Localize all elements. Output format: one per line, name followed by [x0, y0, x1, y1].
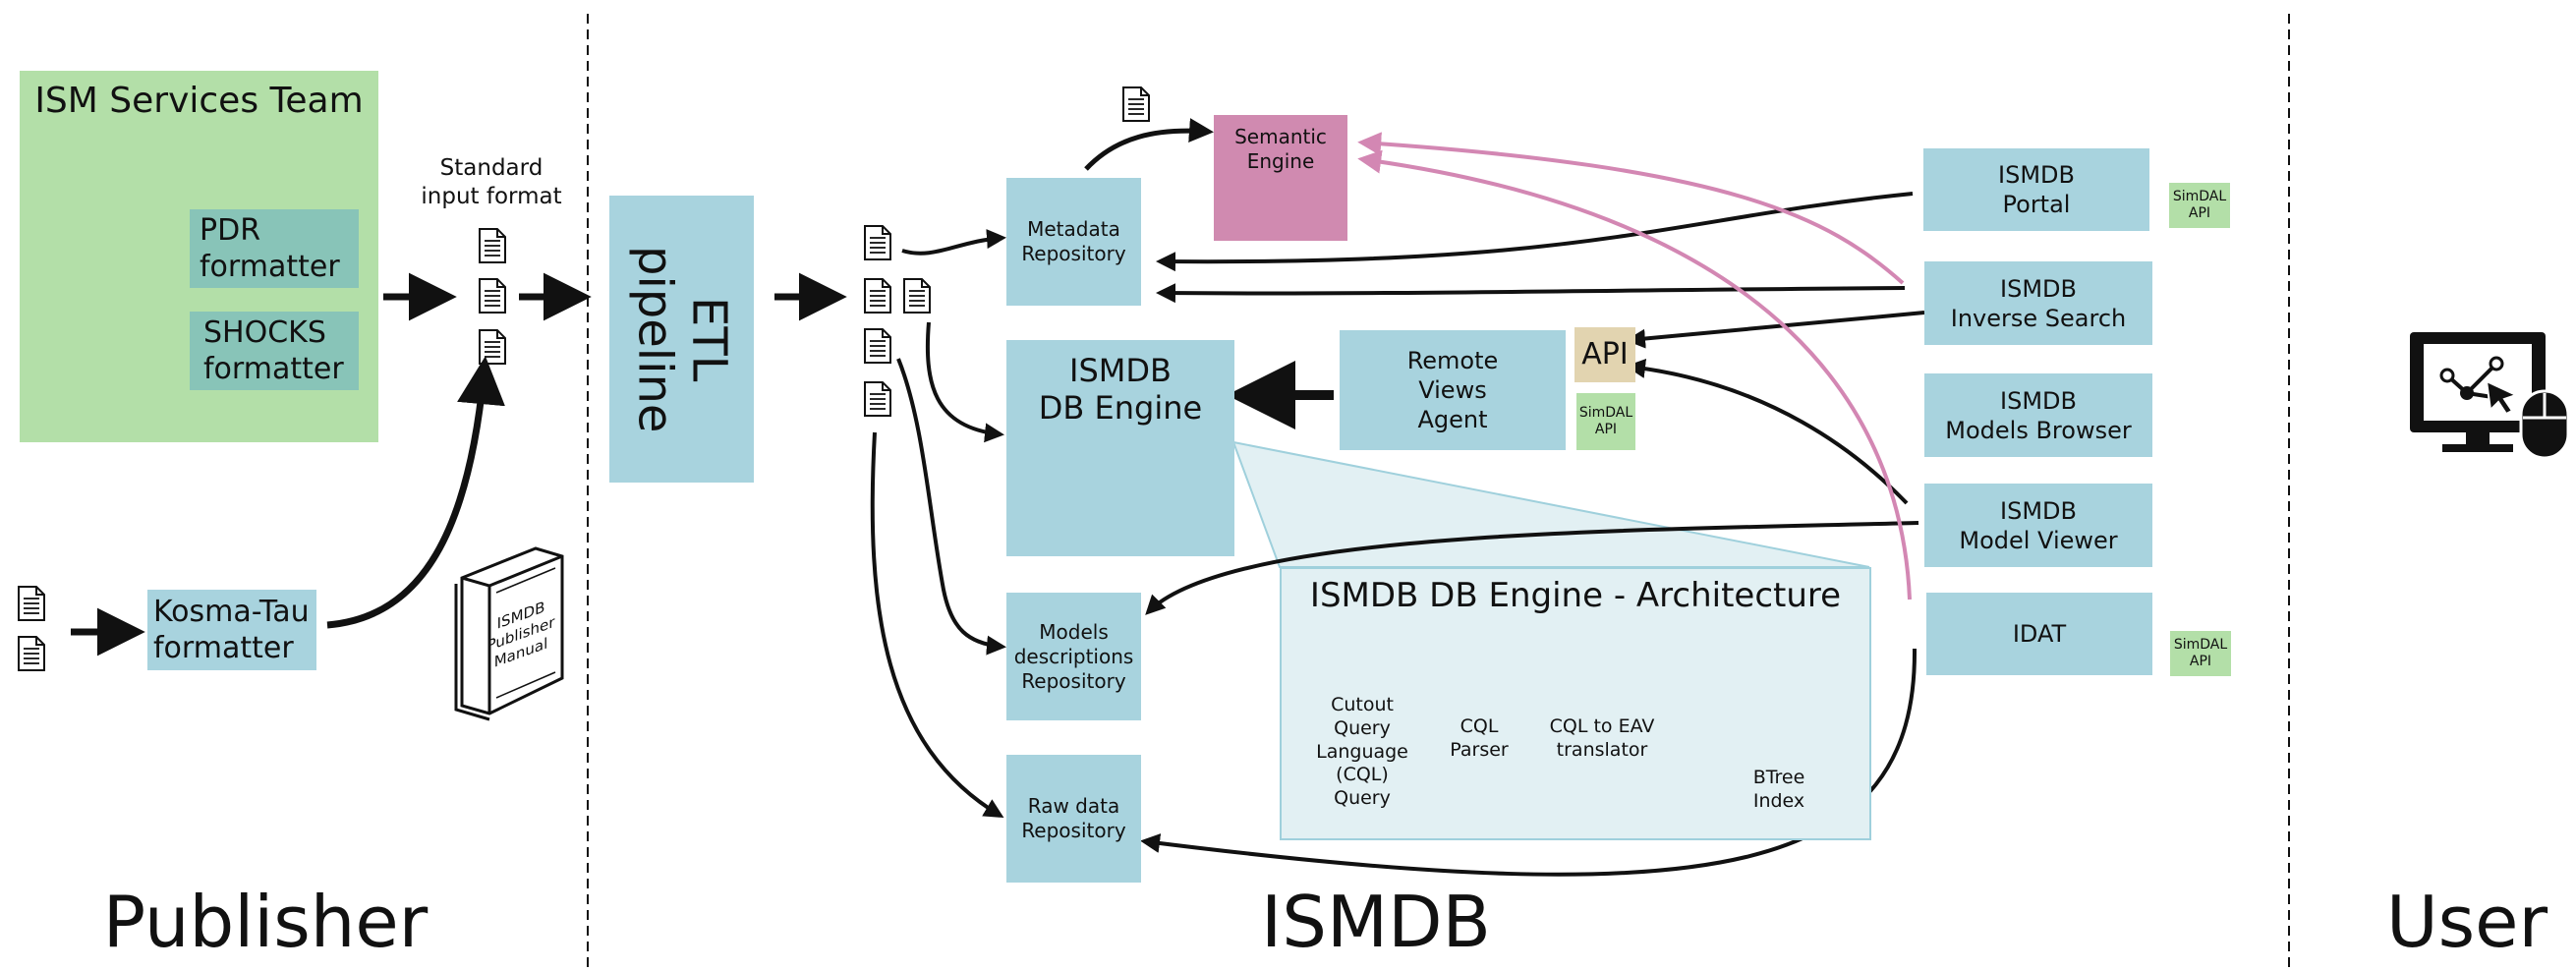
architecture-panel: [1280, 567, 1871, 840]
arrow: [1626, 358, 1909, 505]
semantic-arrows: [1357, 132, 1912, 600]
arrow: [1156, 283, 1906, 304]
ismdb-portal: ISMDB Portal: [1923, 148, 2149, 231]
idat: IDAT: [1926, 593, 2152, 675]
section-title-user: User: [2385, 881, 2548, 963]
document-icon: [479, 228, 506, 263]
ismdb-models-browser: ISMDB Models Browser: [1924, 373, 2152, 457]
book-icon: [454, 546, 564, 721]
arrow: [870, 431, 1004, 819]
document-icon: [18, 636, 45, 671]
document-icon: [864, 381, 891, 417]
cql-to-eav-label: CQL to EAV translator: [1549, 715, 1655, 761]
raw-data-repository: Raw data Repository: [1006, 755, 1141, 883]
ismdb-inverse-search: ISMDB Inverse Search: [1924, 261, 2152, 345]
arrow: [1145, 521, 1919, 615]
computer-user-icon: [2410, 332, 2570, 460]
section-dividers: [587, 14, 2290, 971]
kosma-tau-formatter: Kosma-Tau formatter: [147, 590, 316, 670]
arrow: [1084, 118, 1214, 171]
arrow: [896, 358, 1006, 656]
ismdb-model-viewer: ISMDB Model Viewer: [1924, 484, 2152, 567]
etl-pipeline-label: ETL pipeline: [627, 245, 737, 433]
architecture-title: ISMDB DB Engine - Architecture: [1309, 576, 1842, 615]
section-title-ismdb: ISMDB: [1261, 881, 1491, 963]
architecture-callout: [1231, 440, 1870, 568]
document-icon: [479, 278, 506, 314]
remote-views-agent: Remote Views Agent: [1340, 330, 1566, 450]
cql-query-label: Cutout Query Language (CQL) Query: [1316, 694, 1408, 809]
section-title-publisher: Publisher: [102, 881, 429, 963]
document-icon: [18, 586, 45, 621]
pdr-formatter: PDR formatter: [190, 209, 359, 288]
arrow: [1626, 311, 1925, 349]
document-icon: [864, 278, 891, 314]
document-icon: [864, 225, 891, 260]
standard-input-label: Standard input format: [421, 155, 562, 209]
api-badge: API: [1574, 327, 1635, 382]
arrow: [925, 321, 1004, 443]
cql-parser-label: CQL Parser: [1450, 715, 1509, 761]
models-descriptions-repository: Models descriptions Repository: [1006, 593, 1141, 720]
simdal-api-idat: SimDAL API: [2170, 631, 2231, 676]
arrow: [326, 356, 505, 629]
document-icon: [479, 329, 506, 365]
btree-index-label: BTree Index: [1752, 767, 1805, 812]
arrow: [1357, 149, 1912, 600]
semantic-engine: Semantic Engine: [1214, 115, 1347, 241]
arrow: [1357, 132, 1905, 285]
arrow: [1140, 648, 1918, 877]
etl-pipeline: ETL pipeline: [609, 196, 754, 483]
arrow: [901, 229, 1006, 256]
document-icon: [1122, 86, 1150, 122]
simdal-api-portal: SimDAL API: [2169, 183, 2230, 228]
db-engine: ISMDB DB Engine: [1006, 340, 1234, 556]
shocks-formatter: SHOCKS formatter: [190, 312, 359, 390]
ism-services-team-title: ISM Services Team: [34, 81, 364, 121]
semantic-engine-label: Semantic Engine: [1234, 125, 1327, 173]
arrow: [1156, 192, 1914, 272]
db-engine-label: ISMDB DB Engine: [1038, 352, 1203, 428]
metadata-repository: Metadata Repository: [1006, 178, 1141, 306]
document-icon: [903, 278, 931, 314]
simdal-api-badge: SimDAL API: [1576, 393, 1635, 450]
document-icon: [864, 328, 891, 364]
